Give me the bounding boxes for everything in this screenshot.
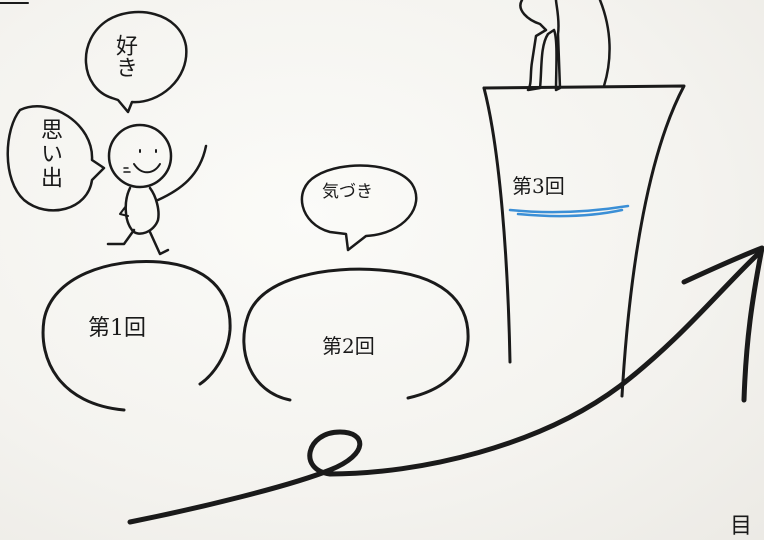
step3-underline bbox=[508, 204, 630, 218]
step3-pillar-left bbox=[482, 86, 512, 364]
bubble-kizuki-text: 気づき bbox=[322, 182, 373, 202]
step1-label: 第1回 bbox=[88, 316, 146, 341]
step1-mound bbox=[41, 259, 232, 412]
step2-label: 第2回 bbox=[322, 334, 375, 358]
figure-head bbox=[107, 123, 173, 189]
bubble-suki-text: 好き bbox=[112, 34, 137, 78]
figure-leg-left bbox=[106, 228, 136, 246]
figure-body bbox=[124, 186, 160, 235]
top-figure bbox=[519, 0, 562, 92]
step2-mound bbox=[242, 267, 470, 402]
figure-cheek bbox=[123, 167, 131, 173]
figure-face bbox=[133, 149, 161, 174]
bubble-omoide-text: 思い出 bbox=[37, 118, 62, 190]
bubble-omoide bbox=[6, 105, 106, 212]
step3-label: 第3回 bbox=[512, 174, 565, 198]
bubble-suki bbox=[84, 10, 188, 114]
figure-leg-right bbox=[148, 230, 170, 256]
stick-figure bbox=[106, 123, 208, 256]
bubble-kizuki bbox=[300, 164, 418, 252]
top-figure-arm bbox=[598, 0, 611, 88]
step3-pillar bbox=[482, 84, 686, 398]
growth-arrow bbox=[127, 251, 761, 525]
figure-hand bbox=[119, 205, 129, 217]
arrow-head bbox=[681, 245, 764, 403]
corner-text: 目 bbox=[730, 514, 753, 539]
figure-arm bbox=[156, 144, 208, 202]
